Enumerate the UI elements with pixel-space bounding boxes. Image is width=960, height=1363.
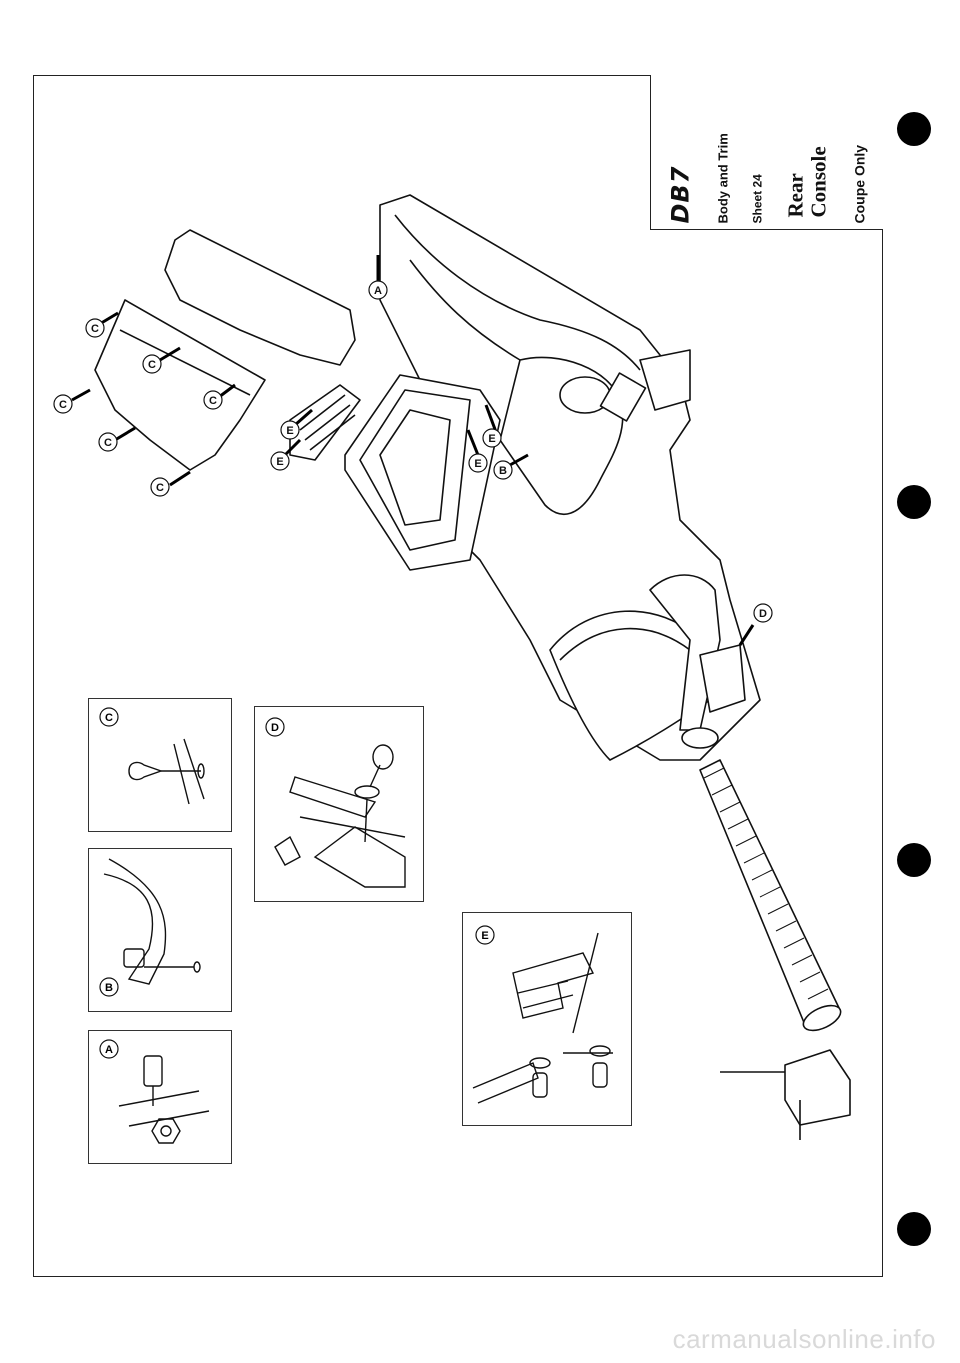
- callout-c-main: C: [156, 482, 164, 494]
- callout-e-main: E: [474, 458, 481, 470]
- callout-c-main: C: [91, 323, 99, 335]
- callout-d-main: D: [759, 608, 767, 620]
- callout-c-main: C: [59, 399, 67, 411]
- callout-c-main: C: [209, 395, 217, 407]
- detail-e-inset: E: [462, 912, 632, 1126]
- hose-ribs: [703, 767, 829, 1000]
- binding-hole: [897, 1212, 931, 1246]
- end-panel: [639, 349, 691, 411]
- drawing-border: [33, 75, 883, 1277]
- callout-b-main: B: [499, 465, 507, 477]
- outlet-elbow: [784, 1049, 851, 1126]
- detail-b-label: B: [105, 982, 113, 994]
- callout-e-main: E: [488, 433, 495, 445]
- callout-e-main: E: [286, 425, 293, 437]
- detail-d-label: D: [271, 722, 279, 734]
- detail-e-label: E: [481, 930, 488, 942]
- lower-duct: [549, 610, 711, 761]
- binding-hole: [897, 485, 931, 519]
- watermark: carmanualsonline.info: [672, 1324, 936, 1354]
- binding-hole: [897, 843, 931, 877]
- title-block: DB7 Body and Trim Sheet 24 Rear Console …: [650, 75, 883, 230]
- corrugated-hose: [699, 759, 842, 1032]
- side-trim-panel: [164, 229, 356, 366]
- detail-b-inset: B: [88, 848, 232, 1012]
- detail-c-inset: C: [88, 698, 232, 832]
- callout-c-main: C: [104, 437, 112, 449]
- detail-a-label: A: [105, 1044, 113, 1056]
- detail-d-inset: D: [254, 706, 424, 902]
- callout-e-main: E: [276, 456, 283, 468]
- detail-a-inset: A: [88, 1030, 232, 1164]
- fixing-arrows: [71, 255, 755, 646]
- callout-a-main: A: [374, 285, 382, 297]
- binding-hole: [897, 112, 931, 146]
- callout-c-main: C: [148, 359, 156, 371]
- lid-cover: [94, 299, 266, 471]
- mounting-bracket: [699, 644, 746, 713]
- detail-c-label: C: [105, 712, 113, 724]
